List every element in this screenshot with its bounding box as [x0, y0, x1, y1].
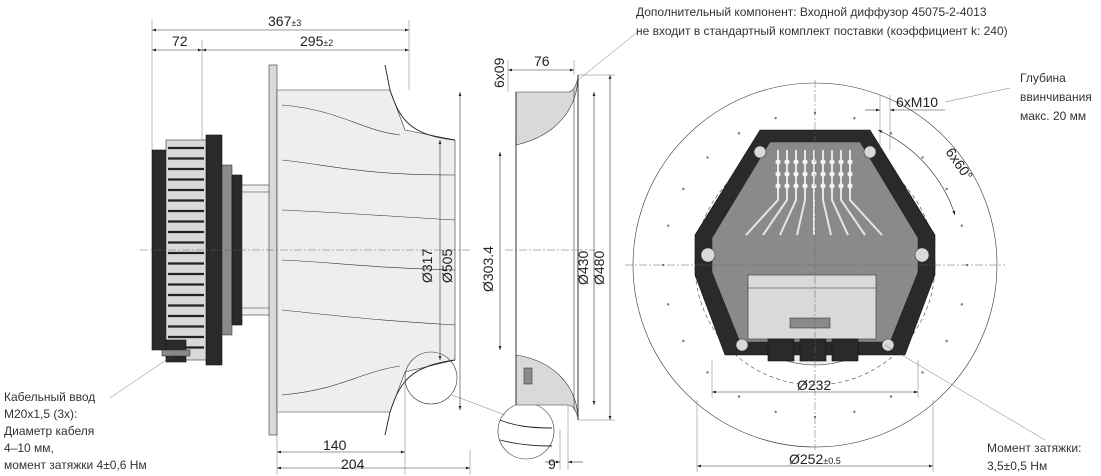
dim-505-label: Ø505: [439, 249, 455, 283]
dim-295-label: 295±2: [300, 33, 333, 49]
cable-note-line1: Кабельный ввод: [4, 390, 95, 404]
component-note-line1: Дополнительный компонент: Входной диффуз…: [636, 5, 987, 19]
depth-note-line2: ввинчивания: [1020, 90, 1092, 104]
detail-circle-zoom: [497, 402, 555, 460]
terminal-cover: [747, 274, 877, 340]
dim-317-label: Ø317: [419, 249, 435, 283]
dim-367-label: 367±3: [268, 13, 301, 29]
dim-430-label: Ø430: [575, 251, 591, 285]
dim-204-label: 204: [341, 456, 365, 472]
front-view: 6xM10 6x60° Ø232 Ø252±0.5: [625, 80, 1046, 472]
dim-303-label: Ø303.4: [480, 246, 496, 292]
cable-gland: [161, 339, 191, 363]
dim-9-label: 9: [548, 456, 556, 472]
dim-140-label: 140: [323, 437, 347, 453]
cable-gland-3: [831, 338, 859, 362]
dim-72-label: 72: [172, 33, 188, 49]
thread-label: 6xM10: [896, 94, 938, 110]
angle-label: 6x60°: [943, 145, 977, 184]
dim-480-label: Ø480: [591, 251, 607, 285]
dim-76-label: 76: [534, 53, 550, 69]
cable-gland-1: [767, 338, 795, 362]
cable-gland-2: [799, 338, 827, 362]
dim-232-label: Ø232: [797, 377, 831, 393]
component-note-line2: не входит в стандартный комплект поставк…: [636, 24, 1008, 38]
cable-note-line5: момент затяжки 4±0,6 Нм: [4, 458, 147, 472]
torque-note-line1: Момент затяжки:: [987, 441, 1081, 455]
electronics-box: [694, 129, 936, 362]
diffuser-section: 76 6x09 Ø303.4 Ø430 Ø480 9: [480, 29, 641, 472]
cable-note-line3: Диаметр кабеля: [4, 424, 94, 438]
torque-note-line2: 3,5±0,5 Нм: [987, 459, 1047, 473]
depth-note-line3: макс. 20 мм: [1020, 109, 1086, 123]
holes-front-label: 6x09: [491, 57, 507, 88]
side-view: Ø317 Ø505 367±3 72 295±2 140 204: [140, 13, 555, 475]
depth-note-line1: Глубина: [1020, 71, 1066, 85]
notes: Дополнительный компонент: Входной диффуз…: [4, 5, 1092, 473]
detail-circle: [404, 351, 458, 405]
cable-note-line2: M20x1,5 (3x):: [4, 407, 77, 421]
impeller: [276, 64, 456, 436]
cable-note-line4: 4–10 мм,: [4, 441, 54, 455]
dim-252-label: Ø252±0.5: [789, 451, 841, 467]
